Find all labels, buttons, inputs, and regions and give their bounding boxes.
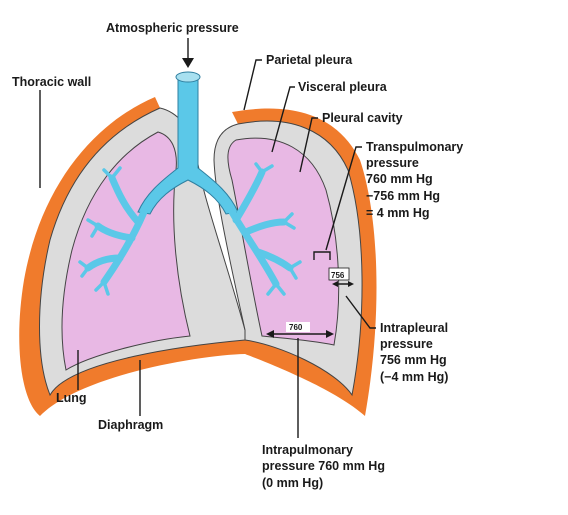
label-parietal-pleura: Parietal pleura [266, 53, 353, 67]
svg-text:pressure: pressure [366, 156, 419, 170]
value-760: 760 [289, 323, 303, 332]
leader-transpulmonary [325, 146, 362, 251]
label-pleural-cavity: Pleural cavity [322, 111, 403, 125]
value-760-box [286, 322, 310, 332]
svg-text:(0 mm Hg): (0 mm Hg) [262, 476, 323, 490]
svg-text:Transpulmonary: Transpulmonary [366, 140, 463, 154]
leader-visceral [271, 86, 295, 153]
svg-text:= 4 mm Hg: = 4 mm Hg [366, 206, 430, 220]
bronchi-right [228, 168, 294, 288]
svg-text:Intrapulmonary: Intrapulmonary [262, 443, 353, 457]
svg-text:756 mm Hg: 756 mm Hg [380, 353, 447, 367]
svg-text:pressure: pressure [380, 337, 433, 351]
label-atmospheric-pressure: Atmospheric pressure [106, 21, 239, 35]
svg-text:760 mm Hg: 760 mm Hg [366, 172, 433, 186]
leader-parietal [243, 59, 262, 111]
trachea-opening [175, 71, 201, 83]
svg-text:Intrapleural: Intrapleural [380, 321, 448, 335]
svg-text:−756 mm Hg: −756 mm Hg [366, 189, 440, 203]
leader-intrapleural [345, 295, 376, 329]
measure-756 [328, 267, 354, 287]
svg-text:(−4 mm Hg): (−4 mm Hg) [380, 370, 448, 384]
measure-760 [266, 330, 334, 338]
label-diaphragm: Diaphragm [98, 418, 163, 432]
label-intrapulmonary: Intrapulmonary pressure 760 mm Hg (0 mm … [262, 443, 385, 490]
label-transpulmonary: Transpulmonary pressure 760 mm Hg −756 m… [366, 140, 463, 220]
thoracic-wall-left [19, 97, 245, 416]
value-756: 756 [331, 271, 345, 280]
label-intrapleural: Intrapleural pressure 756 mm Hg (−4 mm H… [380, 321, 448, 384]
label-thoracic-wall: Thoracic wall [12, 75, 91, 89]
bracket-transpulmonary [313, 251, 331, 260]
label-visceral-pleura: Visceral pleura [298, 80, 388, 94]
label-lung: Lung [56, 391, 87, 405]
leader-pleural-cavity [299, 117, 318, 173]
svg-text:pressure 760 mm Hg: pressure 760 mm Hg [262, 459, 385, 473]
bronchi-tips [78, 162, 302, 296]
thoracic-wall-right [232, 108, 377, 416]
airway-tree [137, 79, 239, 215]
bronchi-left [84, 174, 148, 286]
atmospheric-arrow [182, 38, 194, 68]
